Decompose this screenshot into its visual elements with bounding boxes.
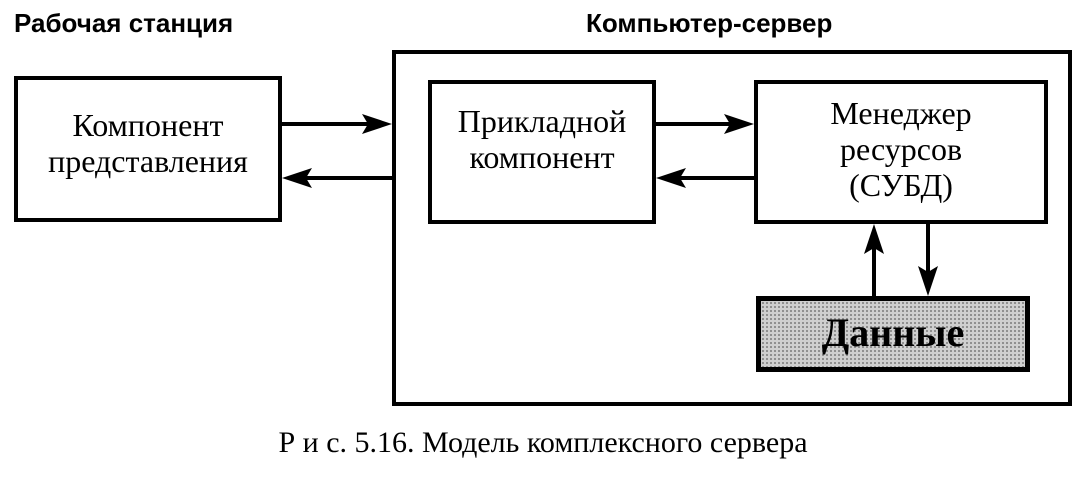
resource-manager-box — [754, 80, 1048, 224]
read-arrowhead — [864, 224, 884, 254]
application-component-label: Прикладной компонент — [457, 103, 627, 175]
response-arrowhead — [282, 168, 312, 188]
query-arrowhead — [724, 114, 754, 134]
result-arrowhead — [656, 168, 686, 188]
server-frame — [392, 50, 1072, 406]
presentation-component-box — [14, 76, 282, 222]
workstation-heading: Рабочая станция — [14, 8, 234, 38]
data-store-box — [756, 296, 1030, 372]
server-heading: Компьютер-сервер — [586, 8, 833, 38]
data-store-label: Данные — [821, 310, 965, 355]
application-component-box — [428, 80, 656, 224]
write-arrowhead — [918, 266, 938, 296]
presentation-component-label: Компонент представления — [48, 107, 248, 179]
request-arrowhead — [362, 114, 392, 134]
figure-caption: Р и с. 5.16. Модель комплексного сервера — [278, 426, 808, 459]
resource-manager-label: Менеджер ресурсов (СУБД) — [830, 95, 972, 203]
